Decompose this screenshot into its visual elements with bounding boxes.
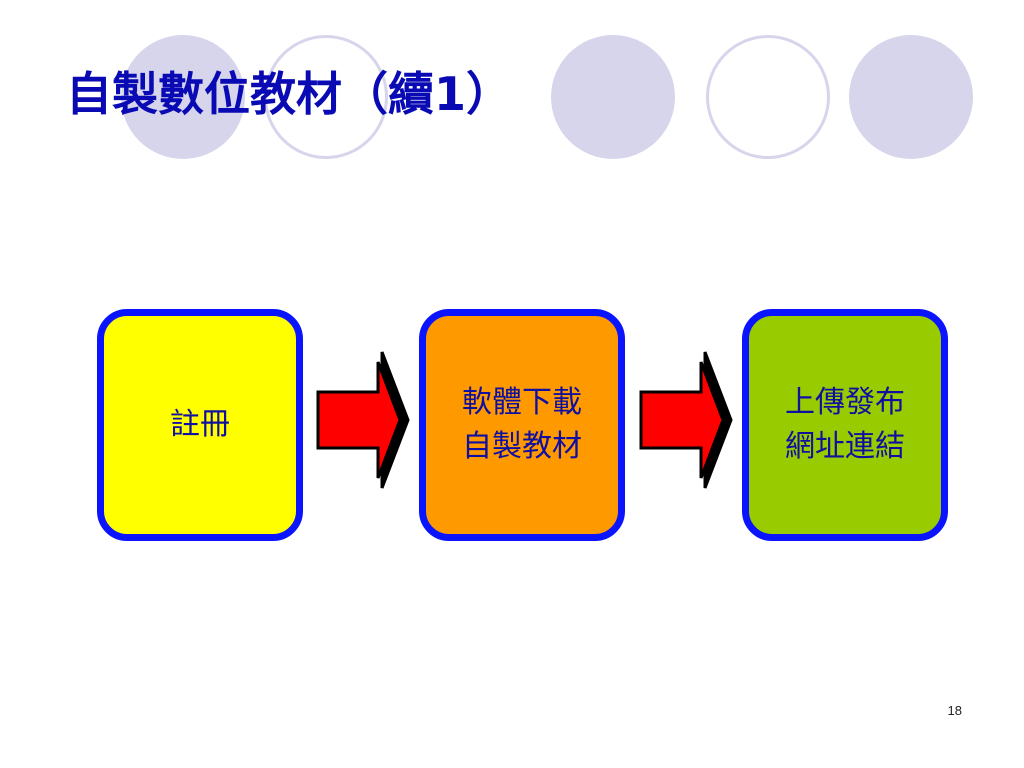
slide-title: 自製數位教材（續1） bbox=[66, 67, 513, 121]
decor-circle-filled bbox=[551, 35, 675, 159]
decor-circle-outline bbox=[706, 35, 830, 159]
right-arrow-icon bbox=[316, 351, 410, 489]
arrow-fill bbox=[639, 361, 725, 479]
page-number: 18 bbox=[947, 703, 962, 718]
flow-step-label: 自製教材 bbox=[462, 429, 582, 464]
flow-step-label: 註冊 bbox=[170, 407, 230, 442]
arrow-fill bbox=[316, 361, 402, 479]
flow-step-register: 註冊 bbox=[97, 309, 303, 541]
flow-step-label: 軟體下載 bbox=[462, 385, 582, 420]
flow-step-label: 上傳發布 bbox=[785, 385, 905, 420]
flow-step-label: 網址連結 bbox=[785, 429, 905, 464]
flow-step-download: 軟體下載 自製教材 bbox=[419, 309, 625, 541]
flow-step-publish: 上傳發布 網址連結 bbox=[742, 309, 948, 541]
decor-circle-filled bbox=[849, 35, 973, 159]
decor-circle-outline bbox=[264, 35, 388, 159]
decor-circle-filled bbox=[121, 35, 245, 159]
right-arrow-icon bbox=[639, 351, 733, 489]
